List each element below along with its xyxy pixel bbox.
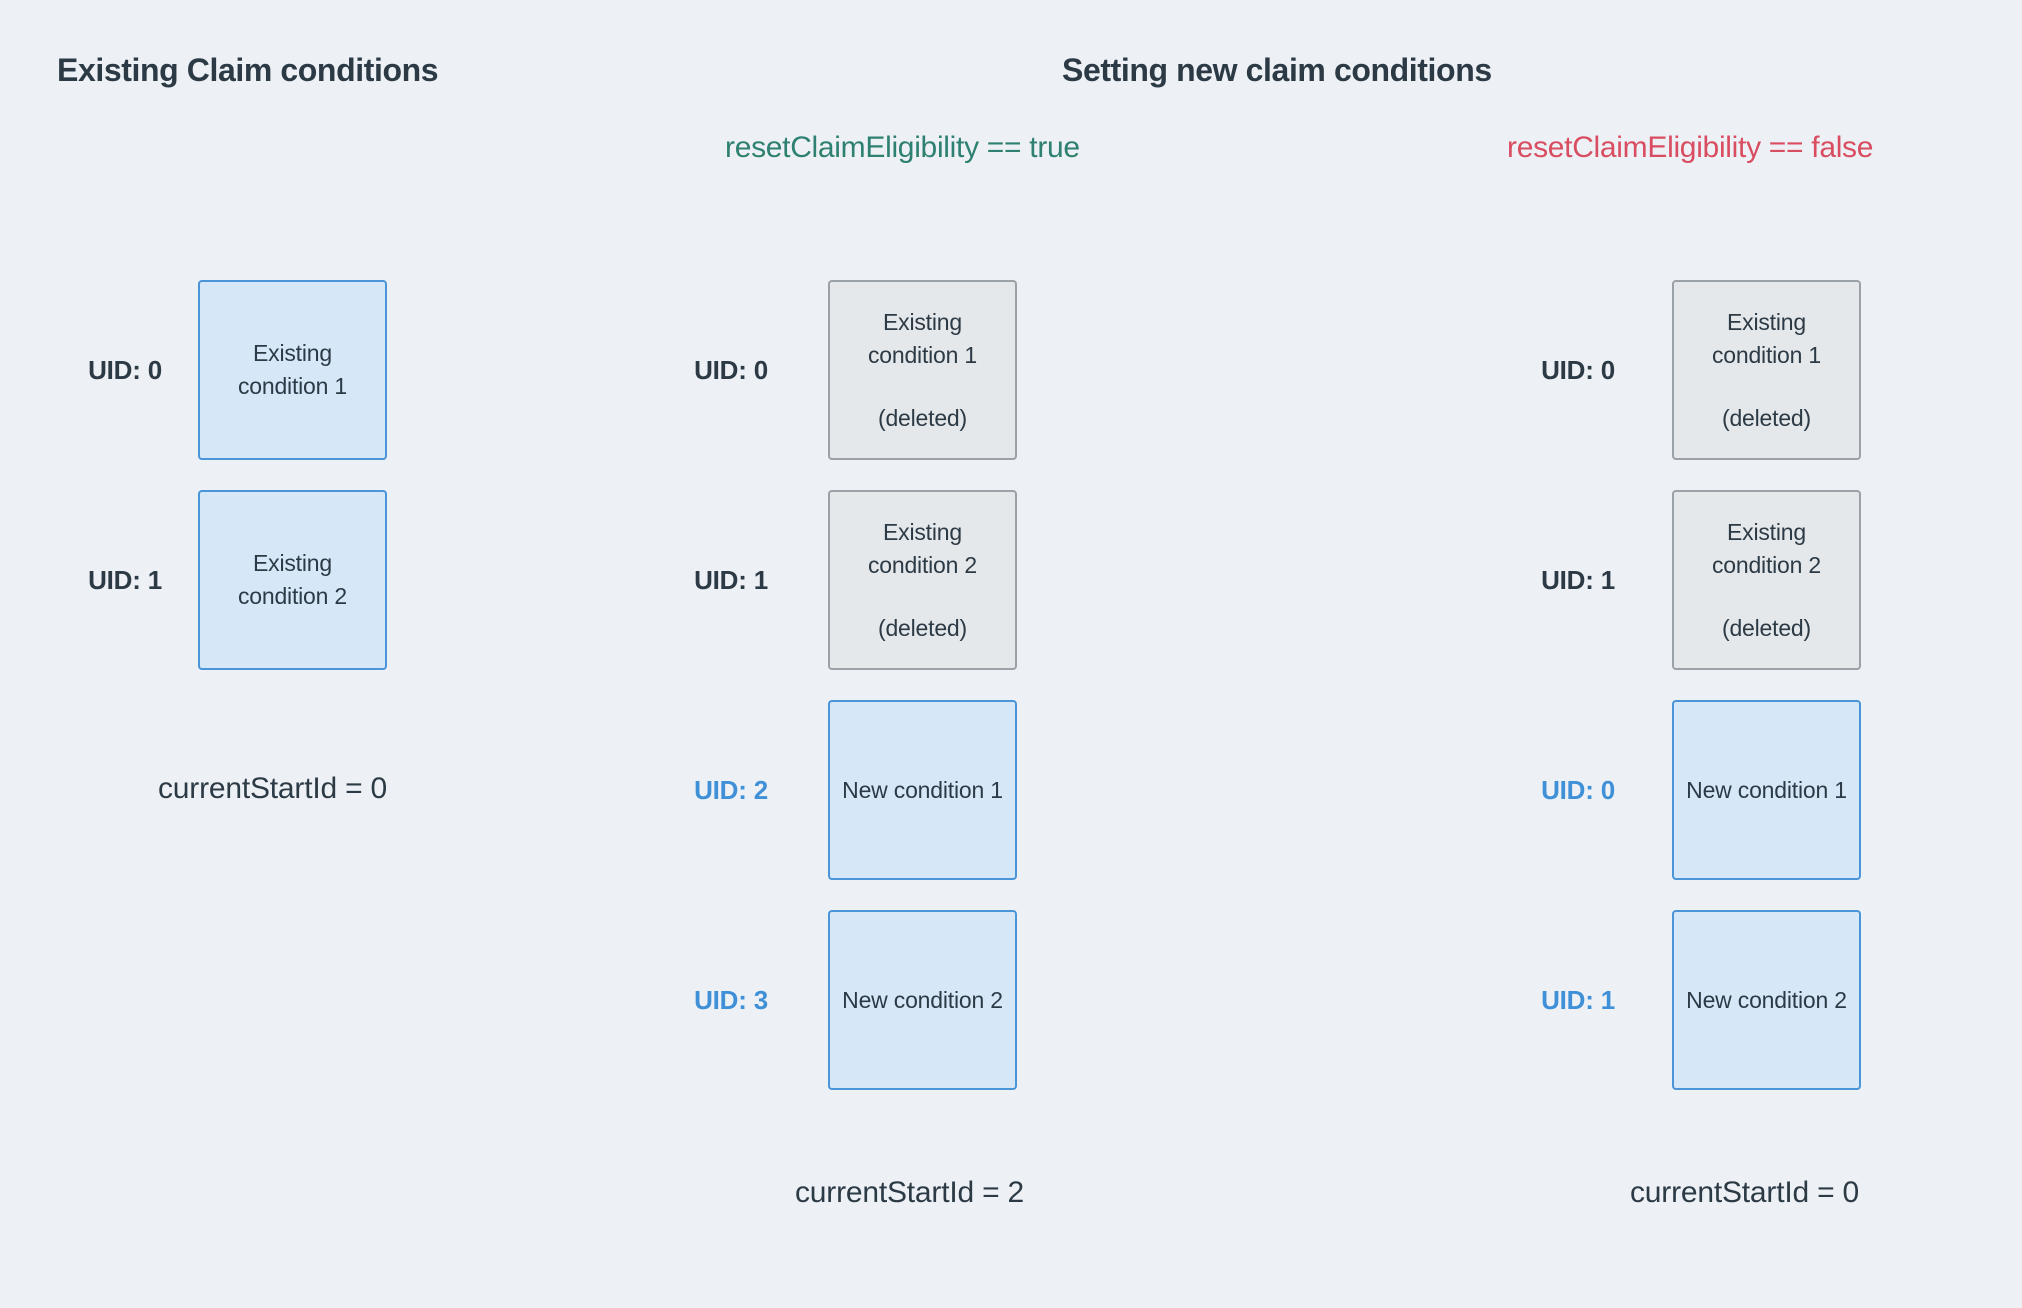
condition-box-label: Existing condition 2 <box>867 518 978 578</box>
uid-label: UID: 0 <box>694 354 768 385</box>
condition-box-label: New condition 1 <box>1686 776 1847 803</box>
uid-label: UID: 2 <box>694 774 768 805</box>
condition-box: New condition 1 <box>828 700 1017 880</box>
existing-claim-conditions-title: Existing Claim conditions <box>57 52 439 88</box>
condition-box: Existing condition 2 <box>198 490 387 670</box>
condition-box: Existing condition 2 (deleted) <box>1672 490 1861 670</box>
condition-row: UID: 1 New condition 2 <box>0 910 2022 1090</box>
deleted-note: (deleted) <box>878 614 967 641</box>
current-start-id-right: currentStartId = 0 <box>1630 1176 1860 1209</box>
condition-row: UID: 0 Existing condition 1 <box>0 280 2022 460</box>
current-start-id-middle: currentStartId = 2 <box>795 1176 1025 1209</box>
reset-claim-eligibility-true-label: resetClaimEligibility == true <box>725 131 1080 164</box>
condition-box: Existing condition 2 (deleted) <box>828 490 1017 670</box>
condition-box: Existing condition 1 (deleted) <box>828 280 1017 460</box>
reset-claim-eligibility-false-label: resetClaimEligibility == false <box>1507 131 1874 164</box>
deleted-note: (deleted) <box>878 404 967 431</box>
uid-label: UID: 1 <box>88 564 162 595</box>
deleted-note: (deleted) <box>1722 614 1811 641</box>
condition-box: Existing condition 1 <box>198 280 387 460</box>
uid-label: UID: 0 <box>1541 774 1615 805</box>
uid-label: UID: 3 <box>694 984 768 1015</box>
setting-new-claim-conditions-title: Setting new claim conditions <box>1062 52 1492 88</box>
condition-row: UID: 3 New condition 2 <box>0 910 2022 1090</box>
uid-label: UID: 1 <box>1541 984 1615 1015</box>
condition-box-label: New condition 2 <box>842 986 1003 1013</box>
condition-box-label: Existing condition 2 <box>237 550 348 609</box>
condition-box-label: New condition 2 <box>1686 986 1847 1013</box>
uid-label: UID: 0 <box>1541 354 1615 385</box>
condition-box-label: New condition 1 <box>842 776 1003 803</box>
condition-box-label: Existing condition 2 <box>1711 518 1822 578</box>
uid-label: UID: 1 <box>694 564 768 595</box>
condition-box: Existing condition 1 (deleted) <box>1672 280 1861 460</box>
condition-row: UID: 1 Existing condition 2 (deleted) <box>0 490 2022 670</box>
condition-row: UID: 1 Existing condition 2 (deleted) <box>0 490 2022 670</box>
current-start-id-left: currentStartId = 0 <box>158 772 388 805</box>
condition-row: UID: 1 Existing condition 2 <box>0 490 2022 670</box>
uid-label: UID: 1 <box>1541 564 1615 595</box>
condition-box: New condition 1 <box>1672 700 1861 880</box>
deleted-note: (deleted) <box>1722 404 1811 431</box>
condition-box: New condition 2 <box>828 910 1017 1090</box>
condition-box-label: Existing condition 1 <box>237 340 348 399</box>
condition-box-label: Existing condition 1 <box>867 308 978 368</box>
condition-row: UID: 0 Existing condition 1 (deleted) <box>0 280 2022 460</box>
condition-box: New condition 2 <box>1672 910 1861 1090</box>
uid-label: UID: 0 <box>88 354 162 385</box>
condition-row: UID: 0 Existing condition 1 (deleted) <box>0 280 2022 460</box>
condition-box-label: Existing condition 1 <box>1711 308 1822 368</box>
